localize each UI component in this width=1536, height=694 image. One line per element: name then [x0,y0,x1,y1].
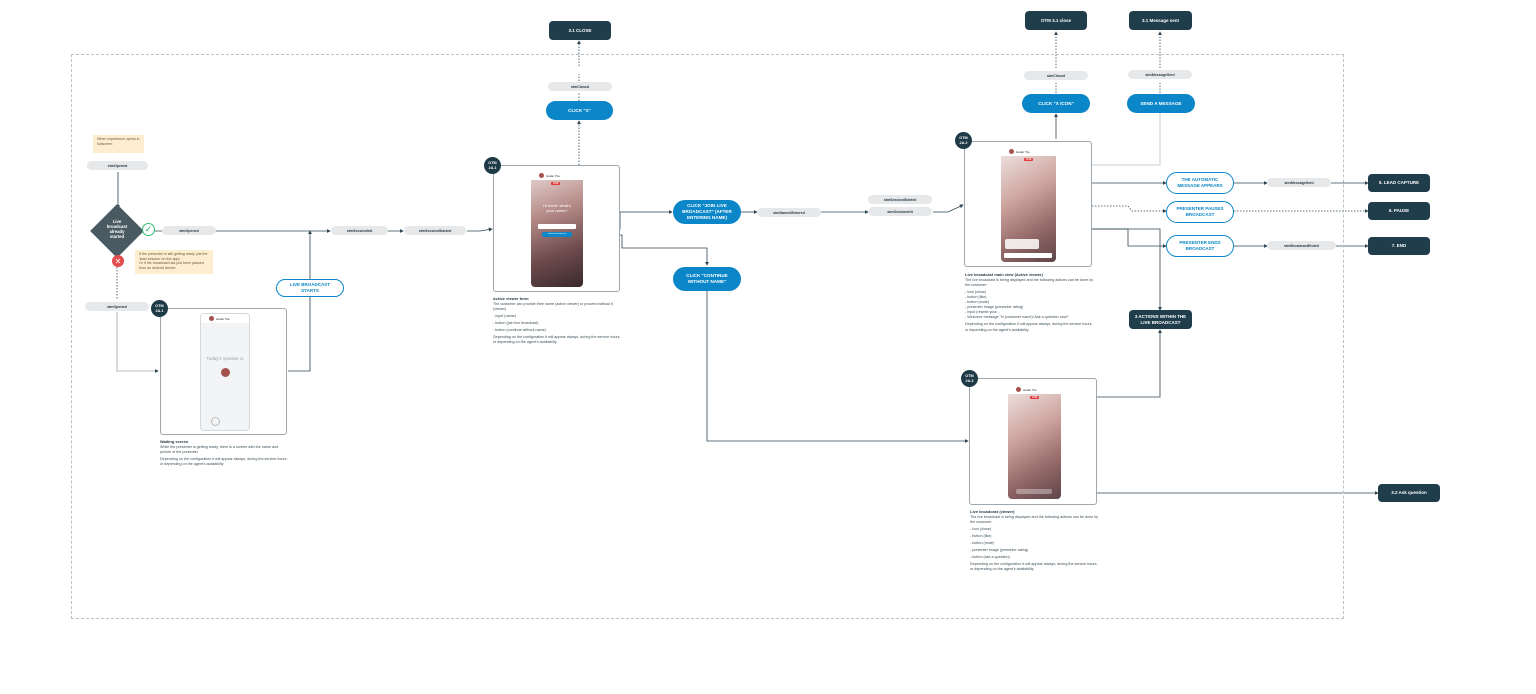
fullscreen-note: When experience opens in fullscreen [93,135,144,153]
event-stm-message-sent: stmMessageSent [1267,178,1331,187]
profile-icon [211,417,220,426]
main-view-description: Live broadcast main view (Active viewer)… [965,272,1094,332]
event-stm-session-started: stmSessionStarted [868,195,932,204]
event-stm-session-started: stmSessionStarted [404,226,466,235]
todays-speaker-text: Today's speaker is [206,356,244,361]
event-stm-message-sent: stmMessageSent [1128,70,1192,79]
pause-outcome: 6. PAUSE [1368,202,1430,220]
event-stm-closed: stmClosed [548,82,612,91]
viewer-phone: Hadar Tite LIVE [1008,385,1061,499]
join-live-action[interactable]: CLICK "JOIN LIVE BROADCAST" (AFTER ENTER… [673,200,741,224]
presenter-pauses-action[interactable]: PRESENTER PAUSES BROADCAST [1166,201,1234,223]
active-viewer-form-card: Hadar Tite LIVE Hi there! what's your na… [493,165,620,292]
otm-close-outcome: OTM 3.1 close [1025,11,1087,30]
event-stm-opened: stmOpened [85,302,149,311]
live-tag: LIVE [1030,396,1040,399]
message-sent-outcome: 3.1 Message sent [1129,11,1192,30]
auto-message-action[interactable]: THE AUTOMATIC MESSAGE APPEARS [1166,172,1234,194]
actions-within-outcome: 3 ACTIONS WITHIN THE LIVE BROADCAST [1129,310,1192,329]
welcome-message-bubble [1005,239,1039,249]
join-live-button[interactable]: Join live broadcast [542,232,572,237]
close-outcome: 3.1 CLOSE [549,21,611,40]
active-form-description: Active viewer form The customer can prov… [493,296,621,345]
live-tag: LIVE [1024,158,1034,161]
event-stm-named-entered: stmNamedEntered [757,208,821,217]
end-outcome: 7. END [1368,237,1430,255]
live-tag: LIVE [551,182,561,185]
form-phone: Hadar Tite LIVE Hi there! what's your na… [531,171,583,287]
waiting-screen-description: Waiting screen While the presenter is ge… [160,439,288,466]
event-stm-session-init: stmSessionInit [868,207,932,216]
event-stm-session-init: stmSessionInit [331,226,388,235]
event-stm-opened: stmOpened [87,161,148,170]
presenter-name: Hadar Tite [216,316,230,321]
main-view-phone: Hadar Tite LIVE [1001,147,1056,262]
broadcast-starts-action[interactable]: LIVE BROADCAST STARTS [276,279,344,297]
waiting-screen-card: Hadar Tite Today's speaker is [160,308,287,435]
viewer-broadcast-card: Hadar Tite LIVE [969,378,1097,505]
click-x-action[interactable]: CLICK "X" [546,101,613,120]
event-stm-opened: stmOpened [162,226,216,235]
presenter-avatar [221,368,230,377]
waiting-phone: Hadar Tite Today's speaker is [200,313,250,431]
click-x-icon-action[interactable]: CLICK "X ICON" [1022,94,1090,113]
lead-capture-outcome: 5. LEAD CAPTURE [1368,174,1430,192]
message-input[interactable] [1004,253,1052,258]
form-greeting: Hi there! what's your name? [543,203,571,214]
event-stm-broadcast-ended: stmBroadcastEnded [1267,241,1336,250]
check-icon: ✓ [142,223,155,236]
presenter-ready-note: If the presenter is still getting ready … [135,250,213,274]
viewer-description: Live broadcast (viewer) The live broadca… [970,509,1099,572]
ask-question-outcome: 3.2 Ask question [1378,484,1440,502]
ask-question-button[interactable] [1016,489,1052,494]
main-view-card: Hadar Tite LIVE [964,141,1092,267]
presenter-ends-action[interactable]: PRESENTER ENDS BROADCAST [1166,235,1234,257]
flow-frame [71,54,1344,619]
event-stm-closed: stmClosed [1024,71,1088,80]
cross-icon: ✕ [112,255,124,267]
name-input[interactable] [538,224,576,229]
decision-label: Live broadcast already started [106,219,128,240]
send-message-action[interactable]: SEND A MESSAGE [1127,94,1195,113]
continue-without-name-action[interactable]: CLICK "CONTINUE WITHOUT NAME" [673,267,741,291]
